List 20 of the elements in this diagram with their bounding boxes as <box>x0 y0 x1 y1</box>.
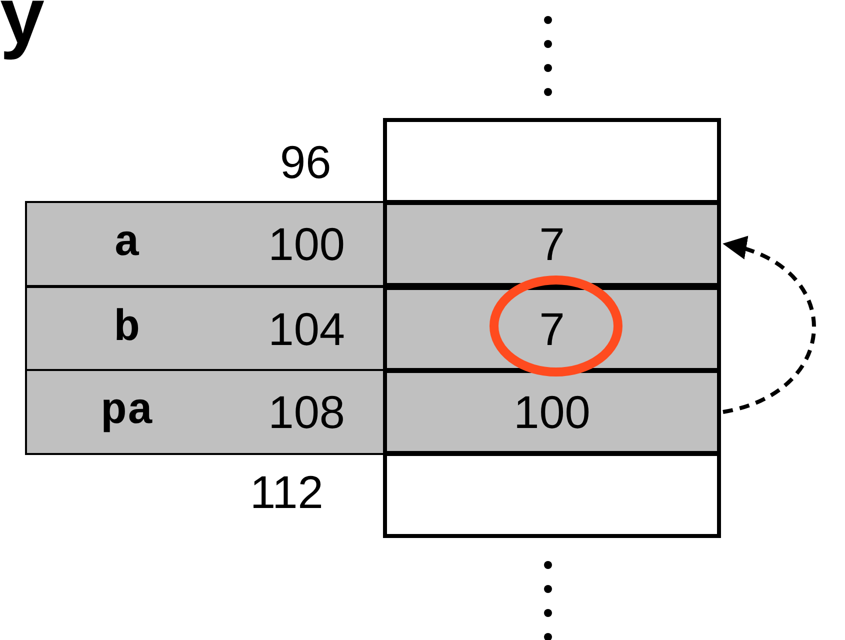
address-label: 96 <box>280 135 332 189</box>
variable-row <box>25 286 385 372</box>
variable-name: a <box>112 219 142 269</box>
variable-name: b <box>112 304 142 354</box>
variable-row <box>25 369 385 455</box>
cell-value: 100 <box>514 389 590 435</box>
variable-name: pa <box>100 387 154 437</box>
address-label: 112 <box>250 465 324 519</box>
memory-cell <box>383 118 721 204</box>
address-label: 104 <box>268 302 345 356</box>
heading-fragment: y <box>0 0 44 62</box>
cell-value: 7 <box>539 221 565 267</box>
memory-cell <box>383 201 721 287</box>
address-label: 100 <box>268 217 345 271</box>
pointer-arrow <box>722 238 816 414</box>
variable-row <box>25 201 385 287</box>
memory-cell <box>383 452 721 538</box>
address-label: 108 <box>268 385 345 439</box>
cell-value: 7 <box>539 306 565 352</box>
memory-cell <box>383 369 721 455</box>
